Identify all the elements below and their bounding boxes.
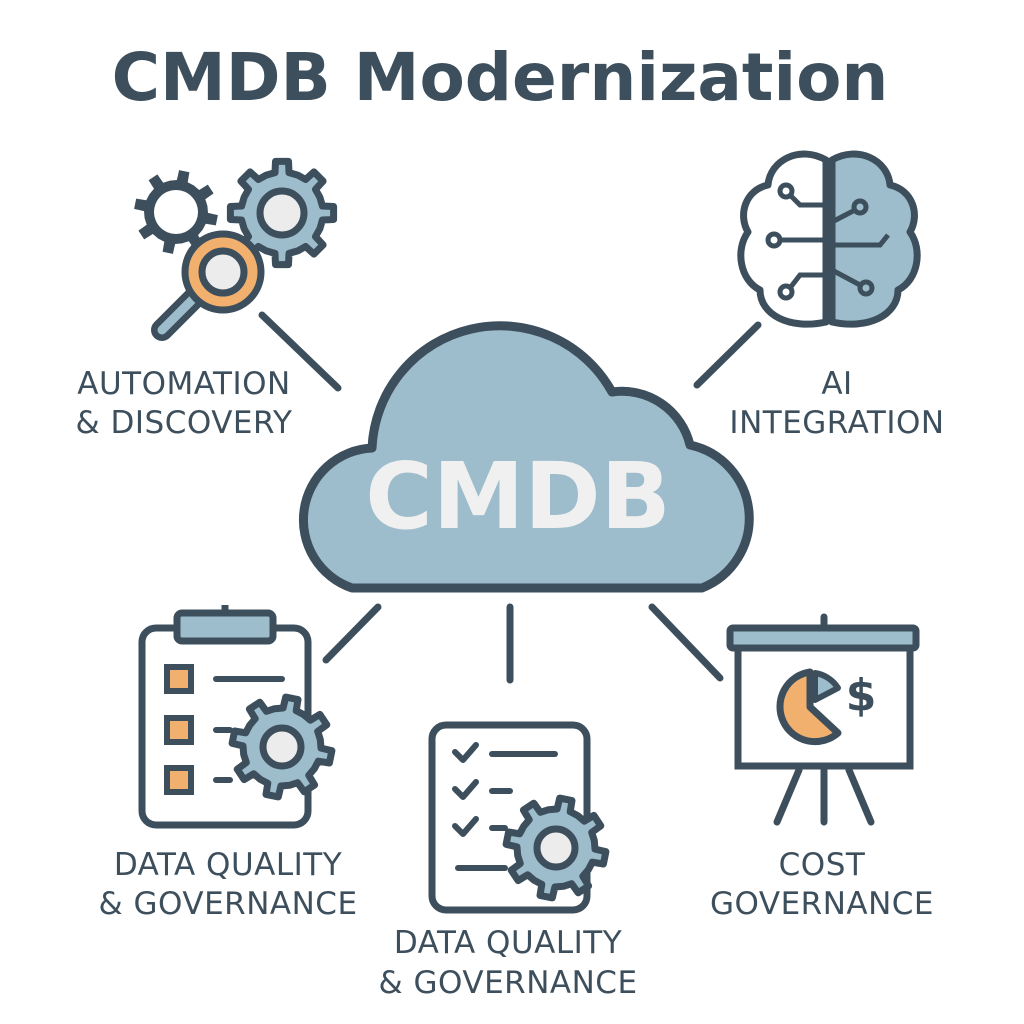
dq-center-label-line2: & GOVERNANCE (378, 965, 637, 1001)
ai-label-line1: AI (821, 366, 852, 402)
dollar-sign-icon: $ (846, 670, 877, 721)
page-title: CMDB Modernization (112, 39, 889, 116)
dq-left-label-line1: DATA QUALITY (114, 847, 342, 883)
clipboard-gear-icon (138, 605, 336, 829)
automation-label-line1: AUTOMATION (77, 366, 290, 402)
cloud-label: CMDB (365, 443, 671, 550)
connector-dq-left (322, 603, 382, 664)
connector-ai (693, 321, 762, 389)
cost-label-line2: GOVERNANCE (710, 886, 934, 922)
presentation-pie-dollar-icon: $ (726, 613, 920, 826)
dq-center-label-line1: DATA QUALITY (394, 925, 622, 961)
connector-cost (648, 603, 724, 682)
cmdb-cloud: CMDB (298, 321, 754, 593)
dq-left-label-line2: & GOVERNANCE (98, 886, 357, 922)
checklist-gear-icon (428, 721, 610, 914)
cloud-icon (298, 321, 754, 593)
automation-label-line2: & DISCOVERY (75, 405, 292, 441)
brain-circuit-icon (737, 150, 921, 328)
connector-automation (258, 311, 342, 392)
ai-label-line2: INTEGRATION (729, 405, 944, 441)
gears-magnifier-icon (134, 157, 338, 341)
cost-label-line1: COST (779, 847, 866, 883)
connectors (258, 311, 762, 684)
